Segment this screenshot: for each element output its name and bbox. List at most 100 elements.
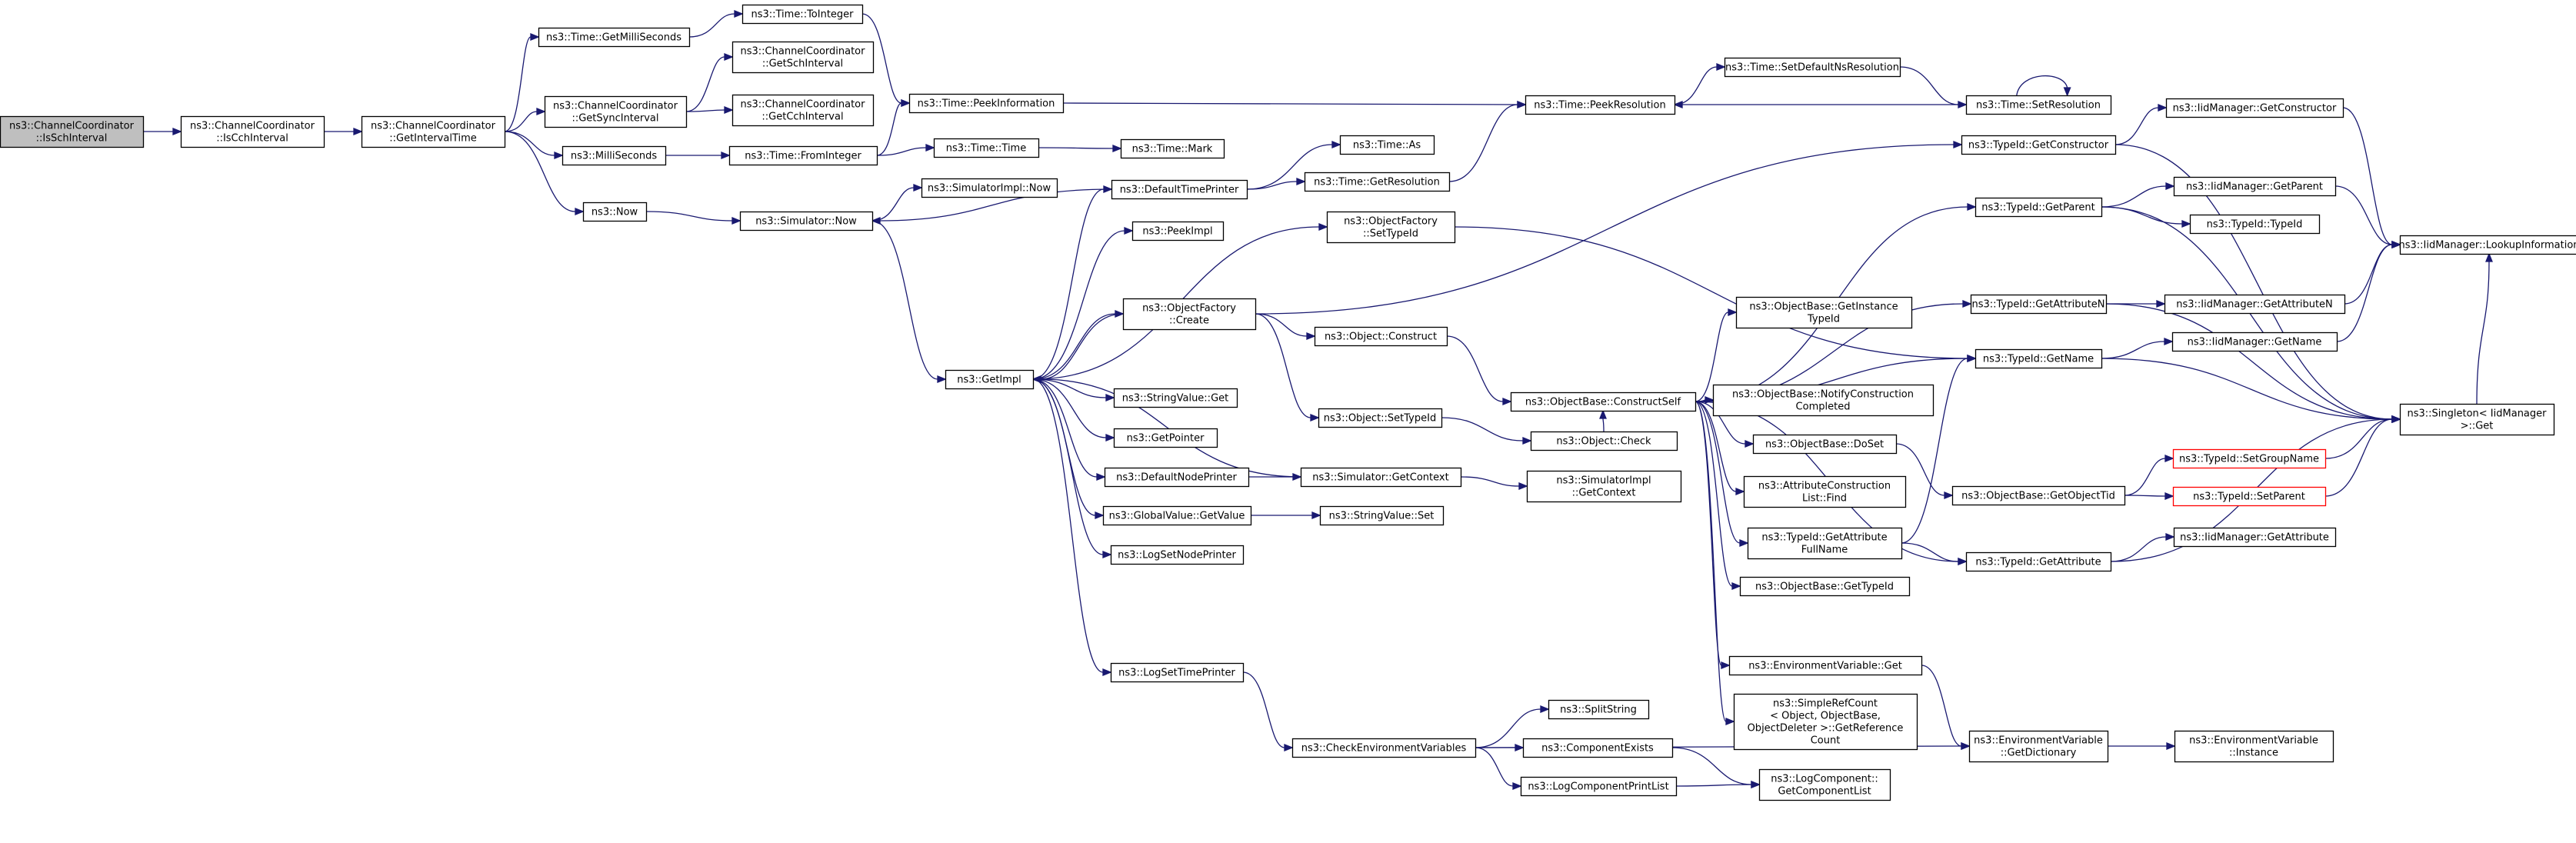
node-obDoSet[interactable]: ns3::ObjectBase::DoSet [1752,434,1898,455]
node-box [1318,408,1443,428]
node-tidTypeId[interactable]: ns3::TypeId::TypeId [2189,214,2321,235]
node-timeAs[interactable]: ns3::Time::As [1339,135,1435,155]
node-box [1131,221,1225,242]
edge-getImpl-defTime [1032,185,1113,380]
call-nodes: ns3::ChannelCoordinator::IsSchIntervalns… [0,4,2576,801]
node-setRes[interactable]: ns3::Time::SetResolution [1965,95,2112,115]
edge-tidGetParent-singleton [2101,206,2401,423]
node-timeMark[interactable]: ns3::Time::Mark [1120,138,1225,159]
node-tidGetAttrN[interactable]: ns3::TypeId::GetAttributeN [1970,294,2108,315]
node-getMilli[interactable]: ns3::Time::GetMilliSeconds [538,27,691,48]
node-strGet[interactable]: ns3::StringValue::Get [1113,388,1238,408]
node-tidGetName[interactable]: ns3::TypeId::GetName [1974,348,2103,369]
node-objCheck[interactable]: ns3::Object::Check [1530,431,1678,451]
node-timeTime[interactable]: ns3::Time::Time [933,138,1040,158]
node-iidLookup[interactable]: ns3::IidManager::LookupInformation [2398,235,2576,255]
node-objSetTypeId[interactable]: ns3::Object::SetTypeId [1318,408,1443,428]
node-tidGetCtor[interactable]: ns3::TypeId::GetConstructor [1961,135,2117,155]
node-box [1113,428,1218,448]
node-ofSetTypeId[interactable]: ns3::ObjectFactory::SetTypeId [1326,211,1456,244]
node-obConstructSelf[interactable]: ns3::ObjectBase::ConstructSelf [1510,392,1697,412]
edge-fromInt-timeTime [876,144,935,156]
node-getInt[interactable]: ns3::ChannelCoordinator::GetIntervalTime [361,115,506,148]
node-logSetTime[interactable]: ns3::LogSetTimePrinter [1110,662,1245,683]
node-getSync[interactable]: ns3::ChannelCoordinator::GetSyncInterval [544,95,688,128]
edge-tidGetCtor-iidGetCtor [2114,104,2168,145]
node-iidGetName[interactable]: ns3::IidManager::GetName [2171,332,2338,352]
node-box [731,41,875,74]
node-toInt[interactable]: ns3::Time::ToInteger [741,4,864,25]
node-milli[interactable]: ns3::MilliSeconds [562,145,667,166]
edge-getImpl-peekImpl [1032,227,1134,380]
node-ofCreate[interactable]: ns3::ObjectFactory::Create [1122,298,1257,331]
node-fromInt[interactable]: ns3::Time::FromInteger [728,145,878,166]
node-tidGetParent[interactable]: ns3::TypeId::GetParent [1974,197,2103,218]
edge-iidGetName-iidLookup [2336,241,2401,342]
node-box [1314,326,1448,347]
node-label: ns3::ChannelCoordinator [741,99,866,111]
node-box [1970,294,2108,315]
node-obGetTypeId[interactable]: ns3::ObjectBase::GetTypeId [1739,576,1911,597]
node-gvGet[interactable]: ns3::GlobalValue::GetValue [1102,505,1252,526]
node-getRes[interactable]: ns3::Time::GetResolution [1304,172,1451,192]
edge-defTime-getRes [1246,178,1306,190]
node-getCch[interactable]: ns3::ChannelCoordinator::GetCchInterval [731,94,875,127]
edge-tidGetAttrN-singleton [2105,303,2401,423]
node-getPointer[interactable]: ns3::GetPointer [1113,428,1218,448]
node-splitStr[interactable]: ns3::SplitString [1548,699,1650,720]
node-tidSetGroup[interactable]: ns3::TypeId::SetGroupName [2172,448,2327,469]
node-simImplNow[interactable]: ns3::SimulatorImpl::Now [921,178,1058,198]
node-objConstruct[interactable]: ns3::Object::Construct [1314,326,1448,347]
node-singleton[interactable]: ns3::Singleton< IidManager>::Get [2399,403,2555,436]
node-obNotify[interactable]: ns3::ObjectBase::NotifyConstructionCompl… [1712,384,1934,417]
node-now[interactable]: ns3::Now [582,202,648,222]
node-simpleRef[interactable]: ns3::SimpleRefCount< Object, ObjectBase,… [1733,693,1918,751]
node-box [1104,467,1250,488]
node-box [2399,403,2555,436]
node-envGet[interactable]: ns3::EnvironmentVariable::Get [1728,655,1923,676]
node-iidGetAttr[interactable]: ns3::IidManager::GetAttribute [2173,527,2337,548]
node-box [582,202,648,222]
node-getSch[interactable]: ns3::ChannelCoordinator::GetSchInterval [731,41,875,74]
node-iidGetAttrN[interactable]: ns3::IidManager::GetAttributeN [2164,294,2346,315]
node-box [1968,730,2109,763]
node-logCompPrint[interactable]: ns3::LogComponentPrintList [1520,776,1678,797]
node-defNode[interactable]: ns3::DefaultNodePrinter [1104,467,1250,488]
node-simImplCtx[interactable]: ns3::SimulatorImpl::GetContext [1526,470,1682,503]
node-envInst[interactable]: ns3::EnvironmentVariable::Instance [2174,730,2334,763]
node-box [1339,135,1435,155]
node-peekImpl[interactable]: ns3::PeekImpl [1131,221,1225,242]
node-label: ns3::IidManager::GetConstructor [2173,103,2337,115]
node-label: ns3::Time::GetMilliSeconds [546,32,681,44]
node-logSetNode[interactable]: ns3::LogSetNodePrinter [1110,545,1245,565]
node-box [538,27,691,48]
node-strSet[interactable]: ns3::StringValue::Set [1319,505,1445,526]
node-simNow[interactable]: ns3::Simulator::Now [739,211,874,232]
node-label: ::GetCchInterval [761,112,843,123]
node-obGetObjTid[interactable]: ns3::ObjectBase::GetObjectTid [1951,485,2126,506]
edge-logSetTime-checkEnv [1242,671,1294,751]
node-box [1291,738,1477,758]
node-root[interactable]: ns3::ChannelCoordinator::IsSchInterval [0,115,145,148]
node-isCch[interactable]: ns3::ChannelCoordinator::IsCchInterval [180,115,325,148]
node-setDefRes[interactable]: ns3::Time::SetDefaultNsResolution [1724,57,1901,78]
node-iidGetCtor[interactable]: ns3::IidManager::GetConstructor [2165,98,2344,118]
node-iidGetParent[interactable]: ns3::IidManager::GetParent [2173,176,2337,197]
edge-iidGetAttrN-iidLookup [2344,241,2401,305]
node-peekInfo[interactable]: ns3::Time::PeekInformation [908,93,1065,114]
node-logCompGet[interactable]: ns3::LogComponent::GetComponentList [1758,768,1891,801]
node-checkEnv[interactable]: ns3::CheckEnvironmentVariables [1291,738,1477,758]
node-envDict[interactable]: ns3::EnvironmentVariable::GetDictionary [1968,730,2109,763]
node-getImpl[interactable]: ns3::GetImpl [945,369,1035,390]
node-tidGetAttr[interactable]: ns3::TypeId::GetAttribute [1965,551,2112,572]
node-simGetCtx[interactable]: ns3::Simulator::GetContext [1300,467,1462,488]
node-compExists[interactable]: ns3::ComponentExists [1522,738,1674,758]
node-peekRes[interactable]: ns3::Time::PeekResolution [1525,95,1676,115]
node-defTime[interactable]: ns3::DefaultTimePrinter [1111,179,1248,200]
node-tidSetParent[interactable]: ns3::TypeId::SetParent [2172,486,2327,507]
node-box [2164,294,2346,315]
